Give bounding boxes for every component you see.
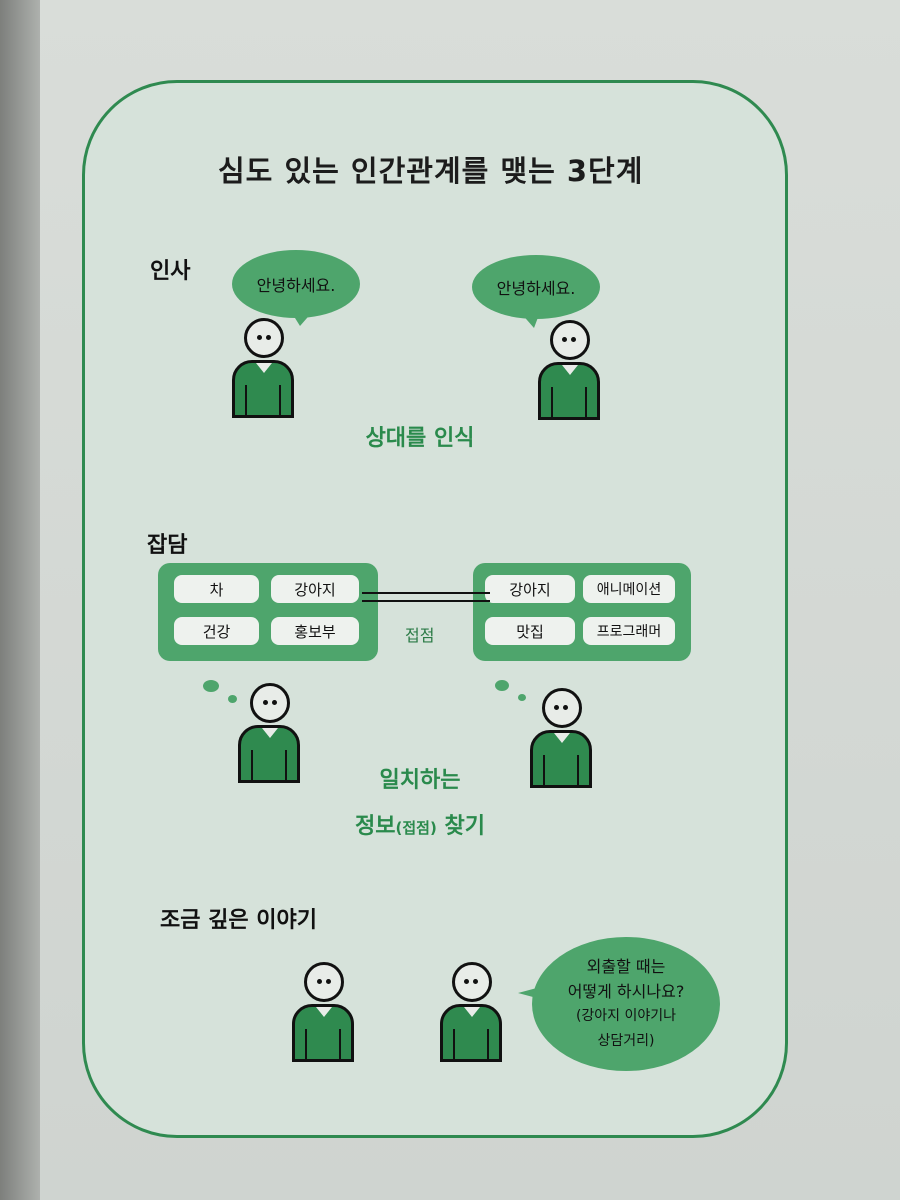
topic-chip: 프로그래머 (583, 617, 675, 645)
bubble-text: 안녕하세요. (496, 279, 576, 298)
bubble-line: 상담거리) (597, 1033, 655, 1049)
topic-chip: 건강 (174, 617, 259, 645)
topic-chip: 애니메이션 (583, 575, 675, 603)
topic-chip: 강아지 (271, 575, 359, 603)
thought-dot (228, 695, 237, 703)
topic-chip: 강아지 (485, 575, 575, 603)
caption-main: 정보 (355, 814, 396, 839)
bubble-tail (520, 312, 540, 328)
topic-chip: 홍보부 (271, 617, 359, 645)
stage2-caption-line1: 일치하는 (379, 768, 461, 793)
stage-label-greeting: 인사 (150, 259, 191, 284)
thought-dot (495, 680, 509, 691)
person-icon (530, 688, 592, 788)
connector-label: 접점 (405, 626, 435, 645)
caption-paren: (접점) (395, 819, 437, 837)
stage1-caption: 상대를 인식 (365, 426, 475, 451)
thought-dot (203, 680, 219, 692)
stage-label-smalltalk: 잡담 (147, 533, 188, 558)
bubble-line: 어떻게 하시나요? (567, 982, 685, 1001)
person-icon (238, 683, 300, 783)
person-icon (538, 320, 600, 420)
diagram-title: 심도 있는 인간관계를 맺는 3단계 (218, 154, 644, 188)
speech-bubble-left: 안녕하세요. (232, 250, 360, 318)
stage-label-deeper-talk: 조금 깊은 이야기 (160, 908, 317, 933)
person-icon (440, 962, 502, 1062)
connector-line (362, 592, 490, 602)
person-icon (232, 318, 294, 418)
bubble-line: 외출할 때는 (586, 957, 666, 976)
person-icon (292, 962, 354, 1062)
topic-box-left: 차 강아지 건강 홍보부 (158, 563, 378, 661)
speech-bubble-question: 외출할 때는 어떻게 하시나요? (강아지 이야기나 상담거리) (532, 937, 720, 1071)
bubble-line: (강아지 이야기나 (575, 1008, 677, 1024)
bubble-tail (290, 310, 314, 326)
topic-box-right: 강아지 애니메이션 맛집 프로그래머 (473, 563, 691, 661)
bubble-text: 안녕하세요. (256, 276, 336, 295)
topic-chip: 차 (174, 575, 259, 603)
stage2-caption-line2: 정보(접점) 찾기 (300, 808, 540, 840)
thought-dot (518, 694, 526, 701)
topic-chip: 맛집 (485, 617, 575, 645)
caption-end: 찾기 (436, 814, 485, 839)
speech-bubble-right: 안녕하세요. (472, 255, 600, 319)
